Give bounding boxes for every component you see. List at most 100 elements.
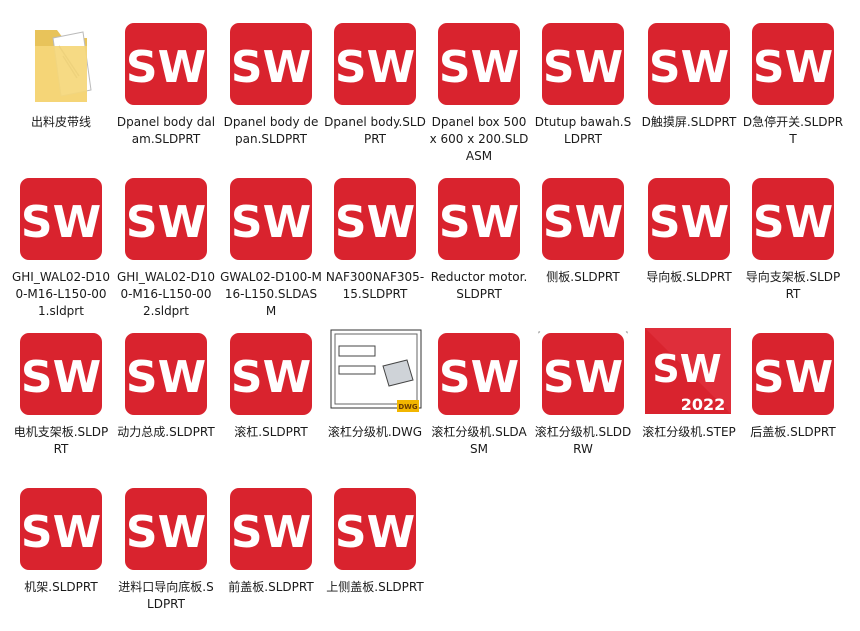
file-item-机架-sldprt[interactable]: SW 机架.SLDPRT — [10, 481, 112, 631]
flat-sheet-icon: SW — [223, 481, 319, 577]
svg-text:SW: SW — [126, 42, 206, 93]
file-name: Reductor motor.SLDPRT — [430, 270, 528, 301]
file-item-dpanel-body-sldprt[interactable]: SW Dpanel body.SLDPRT — [324, 16, 426, 166]
file-name: 进料口导向底板.SLDPRT — [118, 580, 214, 611]
grey-panel-icon: SW — [223, 16, 319, 112]
file-item-后盖板-sldprt[interactable]: SW 后盖板.SLDPRT — [742, 326, 844, 476]
file-item-dpanel-body-dalam-sldprt[interactable]: SW Dpanel body dalam.SLDPRT — [115, 16, 217, 166]
svg-text:SW: SW — [335, 42, 415, 93]
file-item-d急停开关-sldprt[interactable]: SW D急停开关.SLDPRT — [742, 16, 844, 166]
file-name: 导向板.SLDPRT — [646, 270, 732, 284]
file-name: 前盖板.SLDPRT — [228, 580, 314, 594]
solidworks-badge-icon: SW — [328, 482, 422, 576]
solidworks-badge-icon: SW — [536, 327, 630, 421]
dwg-drawing-icon: DWG — [327, 326, 423, 422]
svg-text:SW: SW — [652, 347, 721, 391]
file-name: GHI_WAL02-D100-M16-L150-002.sldprt — [116, 270, 216, 318]
control-box-icon: SW — [431, 16, 527, 112]
solidworks-badge-icon: SW — [746, 172, 840, 266]
solidworks-badge-icon: SW — [14, 172, 108, 266]
file-item-ghi-wal02-d100-m16-l150-001-sldprt[interactable]: SW GHI_WAL02-D100-M16-L150-001.sldprt — [10, 171, 112, 321]
file-item-前盖板-sldprt[interactable]: SW 前盖板.SLDPRT — [220, 481, 322, 631]
file-name: NAF300NAF305-15.SLDPRT — [325, 270, 425, 301]
svg-text:SW: SW — [231, 352, 311, 403]
file-name: D触摸屏.SLDPRT — [641, 115, 737, 129]
svg-text:SW: SW — [126, 507, 206, 558]
file-item-上侧盖板-sldprt[interactable]: SW 上侧盖板.SLDPRT — [324, 481, 426, 631]
file-name: GHI_WAL02-D100-M16-L150-001.sldprt — [11, 270, 111, 318]
file-item-出料皮带线[interactable]: 出料皮带线 — [10, 16, 112, 166]
svg-text:SW: SW — [543, 197, 623, 248]
bearing-icon: SW — [327, 171, 423, 267]
file-name: 滚杠分级机.DWG — [327, 425, 423, 439]
file-name: GWAL02-D100-M16-L150.SLDASM — [220, 270, 322, 318]
file-item-侧板-sldprt[interactable]: SW 侧板.SLDPRT — [532, 171, 634, 321]
svg-text:SW: SW — [335, 197, 415, 248]
file-item-滚杠-sldprt[interactable]: SW 滚杠.SLDPRT — [220, 326, 322, 476]
yellow-block-icon: SW — [118, 171, 214, 267]
solidworks-badge-icon: SW — [119, 482, 213, 576]
svg-text:SW: SW — [126, 197, 206, 248]
svg-text:SW: SW — [753, 352, 833, 403]
file-item-dtutup-bawah-sldprt[interactable]: SW Dtutup bawah.SLDPRT — [532, 16, 634, 166]
emergency-stop-icon: SW — [745, 16, 841, 112]
solidworks-badge-icon: SW — [432, 172, 526, 266]
file-item-导向板-sldprt[interactable]: SW 导向板.SLDPRT — [638, 171, 740, 321]
folder-icon — [13, 16, 109, 112]
svg-text:SW: SW — [649, 42, 729, 93]
file-item-dpanel-box-500-x-600-x-200-sldasm[interactable]: SW Dpanel box 500 x 600 x 200.SLDASM — [428, 16, 530, 166]
beam-icon: SW — [745, 326, 841, 422]
solidworks-badge-icon: SW — [14, 482, 108, 576]
file-name: Dpanel body depan.SLDPRT — [223, 115, 319, 146]
file-item-滚杠分级机-dwg[interactable]: DWG 滚杠分级机.DWG — [324, 326, 426, 476]
file-item-滚杠分级机-sldasm[interactable]: SW 滚杠分级机.SLDASM — [428, 326, 530, 476]
long-rail-icon: SW — [641, 171, 737, 267]
file-item-naf300naf305-15-sldprt[interactable]: SW NAF300NAF305-15.SLDPRT — [324, 171, 426, 321]
svg-text:SW: SW — [231, 42, 311, 93]
svg-text:DWG: DWG — [398, 403, 418, 411]
solidworks-badge-icon: SW — [224, 172, 318, 266]
solidworks-badge-icon: SW — [536, 17, 630, 111]
file-item-reductor-motor-sldprt[interactable]: SW Reductor motor.SLDPRT — [428, 171, 530, 321]
file-name: D急停开关.SLDPRT — [742, 115, 844, 146]
file-name: 动力总成.SLDPRT — [117, 425, 215, 439]
file-name: Dpanel box 500 x 600 x 200.SLDASM — [429, 115, 529, 163]
solidworks-badge-icon: SW — [224, 17, 318, 111]
file-item-进料口导向底板-sldprt[interactable]: SW 进料口导向底板.SLDPRT — [115, 481, 217, 631]
file-item-电机支架板-sldprt[interactable]: SW 电机支架板.SLDPRT — [10, 326, 112, 476]
file-name: Dtutup bawah.SLDPRT — [534, 115, 632, 146]
svg-text:SW: SW — [335, 507, 415, 558]
file-name: 后盖板.SLDPRT — [750, 425, 836, 439]
svg-text:2022: 2022 — [681, 395, 726, 414]
file-item-ghi-wal02-d100-m16-l150-002-sldprt[interactable]: SW GHI_WAL02-D100-M16-L150-002.sldprt — [115, 171, 217, 321]
file-name: 滚杠.SLDPRT — [234, 425, 308, 439]
solidworks-badge-icon: SW — [536, 172, 630, 266]
machine-assembly-icon: SW — [431, 326, 527, 422]
solidworks-badge-icon: SW — [328, 17, 422, 111]
file-item-d触摸屏-sldprt[interactable]: SW D触摸屏.SLDPRT — [638, 16, 740, 166]
file-name: 侧板.SLDPRT — [546, 270, 620, 284]
drawing-sheet-icon: SW — [535, 326, 631, 422]
file-name: Dpanel body dalam.SLDPRT — [116, 115, 216, 146]
svg-text:SW: SW — [126, 352, 206, 403]
sw2022-logo-icon: SW 2022 — [641, 326, 737, 422]
file-name: 电机支架板.SLDPRT — [13, 425, 109, 456]
touch-screen-icon: SW — [641, 16, 737, 112]
file-item-gwal02-d100-m16-l150-sldasm[interactable]: SW GWAL02-D100-M16-L150.SLDASM — [220, 171, 322, 321]
solidworks-badge-icon: SW — [119, 17, 213, 111]
file-item-导向支架板-sldprt[interactable]: SW 导向支架板.SLDPRT — [742, 171, 844, 321]
beam-icon: SW — [118, 481, 214, 577]
flat-bar-icon: SW — [535, 16, 631, 112]
yellow-block-icon: SW — [13, 171, 109, 267]
thin-rod-icon: SW — [327, 481, 423, 577]
file-item-滚杠分级机-slddrw[interactable]: SW 滚杠分级机.SLDDRW — [532, 326, 634, 476]
file-item-动力总成-sldprt[interactable]: SW 动力总成.SLDPRT — [115, 326, 217, 476]
svg-text:SW: SW — [21, 197, 101, 248]
file-item-dpanel-body-depan-sldprt[interactable]: SW Dpanel body depan.SLDPRT — [220, 16, 322, 166]
solidworks-badge-icon: SW — [14, 327, 108, 421]
svg-text:SW: SW — [21, 507, 101, 558]
solidworks-badge-icon: SW — [432, 17, 526, 111]
grey-box-icon: SW — [118, 326, 214, 422]
file-name: 滚杠分级机.SLDASM — [431, 425, 527, 456]
